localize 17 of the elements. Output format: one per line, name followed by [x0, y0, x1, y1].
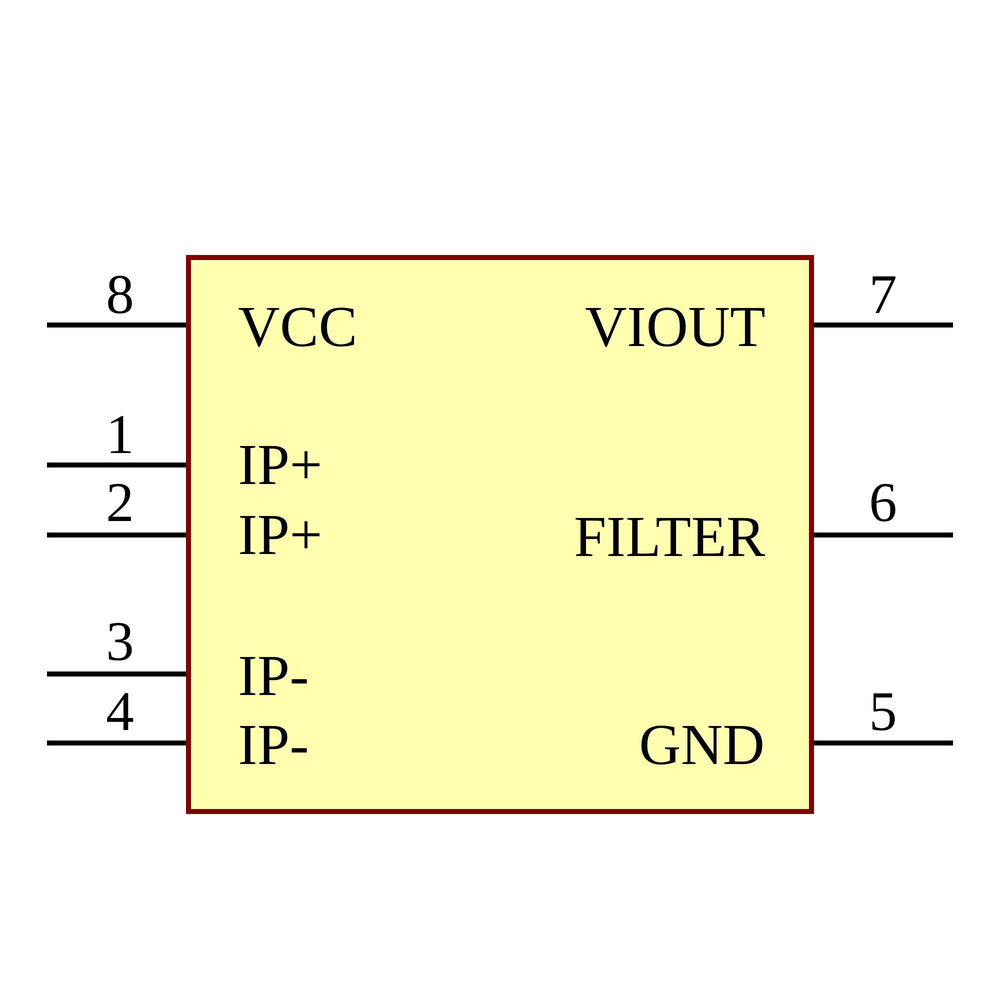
pin-number: 3 [106, 614, 134, 670]
pin-number: 4 [106, 684, 134, 740]
pin-number: 1 [106, 407, 134, 463]
pin-name: IP- [238, 716, 309, 774]
pin-name: GND [639, 716, 765, 774]
pin-name: IP+ [238, 436, 322, 494]
pin-number: 7 [869, 267, 897, 323]
pin-number: 6 [869, 475, 897, 531]
pin-number: 8 [106, 267, 134, 323]
pin-name: IP- [238, 647, 309, 705]
pin-number: 2 [106, 475, 134, 531]
pin-name: VCC [238, 298, 358, 356]
ic-body [186, 255, 814, 814]
pin-name: VIOUT [585, 298, 766, 356]
pin-name: IP+ [238, 506, 322, 564]
pin-name: FILTER [574, 508, 766, 566]
pin-number: 5 [869, 684, 897, 740]
